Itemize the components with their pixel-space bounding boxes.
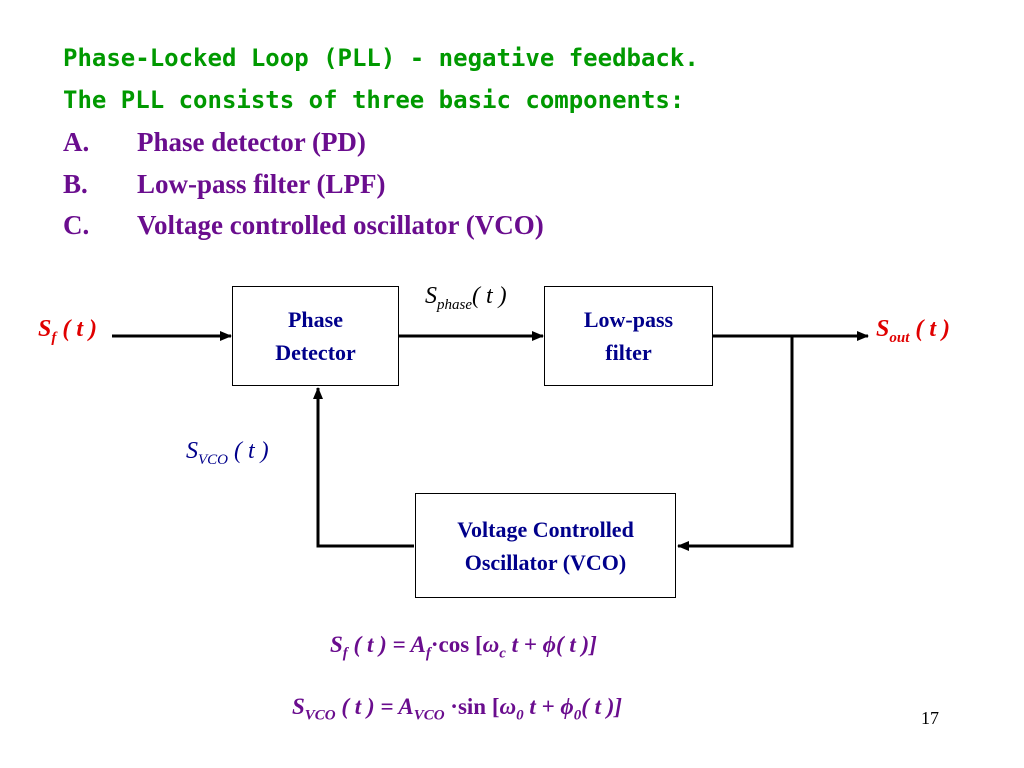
component-letter: C. — [63, 210, 90, 240]
vco-line2: Oscillator (VCO) — [464, 549, 627, 575]
component-text: Voltage controlled oscillator (VCO) — [137, 210, 544, 240]
output-signal-label: Sout ( t ) — [876, 316, 951, 346]
phase-signal-label: Sphase( t ) — [425, 283, 507, 313]
input-signal-label: Sf ( t ) — [38, 316, 98, 346]
vco-to-pd-wire — [313, 387, 414, 548]
lpf-line2: filter — [605, 340, 652, 365]
component-text: Phase detector (PD) — [137, 127, 366, 157]
title-line-2: The PLL consists of three basic componen… — [63, 86, 685, 114]
feedback-to-vco-wire — [677, 336, 794, 551]
vco-line1: Voltage Controlled — [457, 516, 634, 542]
page-number: 17 — [921, 708, 939, 728]
vco-signal-equation: SVCO ( t ) = AVCO ·sin [ω0 t + ϕ0( t )] — [292, 694, 623, 724]
component-item-c: C. Voltage controlled oscillator (VCO) — [63, 210, 544, 241]
low-pass-filter-block: Low-pass filter — [544, 286, 713, 386]
lpf-line1: Low-pass — [583, 307, 674, 332]
component-item-a: A. Phase detector (PD) — [63, 127, 366, 158]
title-line-1: Phase-Locked Loop (PLL) - negative feedb… — [63, 44, 699, 72]
phase-detector-line1: Phase — [287, 307, 343, 332]
vco-signal-label: SVCO ( t ) — [186, 438, 269, 468]
phase-detector-line2: Detector — [275, 340, 356, 365]
component-letter: A. — [63, 127, 90, 157]
component-letter: B. — [63, 169, 88, 199]
component-item-b: B. Low-pass filter (LPF) — [63, 169, 385, 200]
input-signal-equation: Sf ( t ) = Af·cos [ωc t + ϕ( t )] — [330, 632, 597, 662]
component-text: Low-pass filter (LPF) — [137, 169, 386, 199]
